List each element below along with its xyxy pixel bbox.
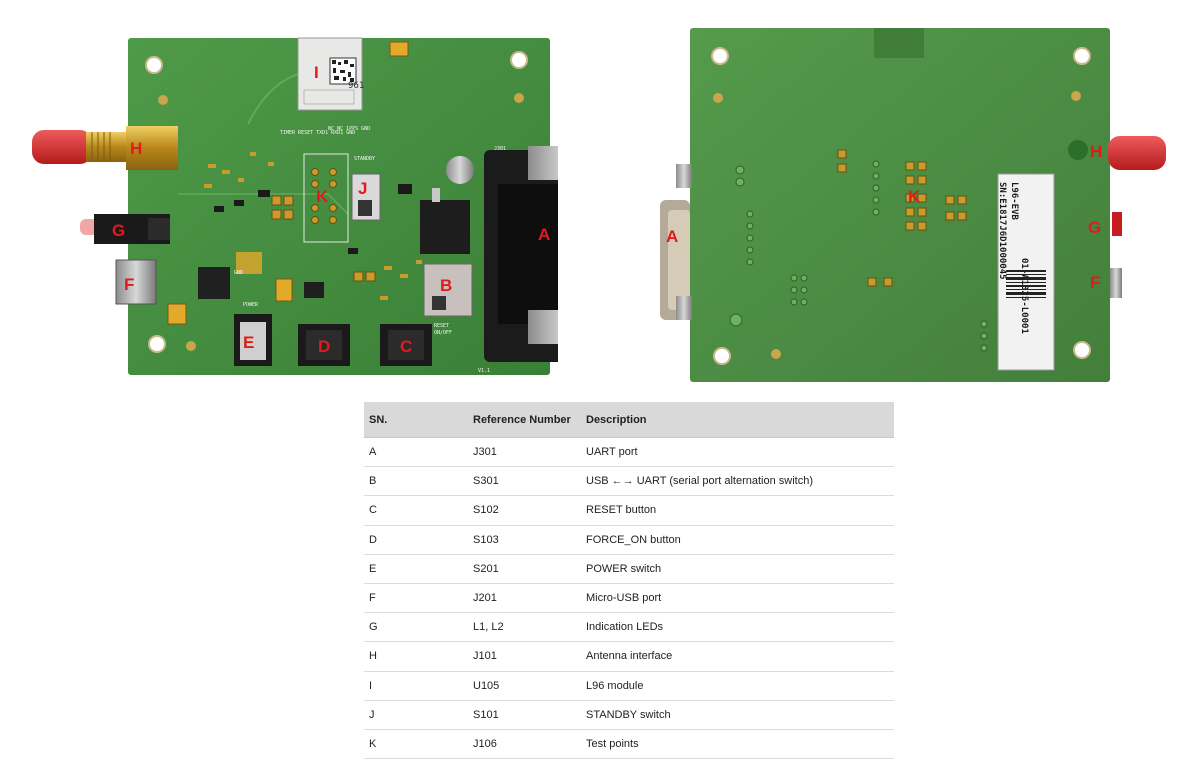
cell-desc: Micro-USB port xyxy=(581,583,894,614)
label-h: H xyxy=(130,139,142,158)
table-row: A J301 UART port xyxy=(364,437,894,468)
cell-sn: I xyxy=(364,671,468,701)
cell-desc: Antenna interface xyxy=(581,641,894,672)
cell-sn: E xyxy=(364,554,468,584)
table-row: E S201 POWER switch xyxy=(364,554,894,584)
table-row: D S103 FORCE_ON button xyxy=(364,525,894,555)
silk-power: POWER xyxy=(243,302,259,308)
silk-standby: STANDBY xyxy=(354,156,375,162)
cell-ref: S301 xyxy=(468,466,581,497)
cell-desc: POWER switch xyxy=(581,554,894,584)
cell-sn: D xyxy=(364,525,468,555)
silk-onoff: ON/OFF xyxy=(434,330,452,336)
cell-desc: UART port xyxy=(581,437,894,468)
silk-version: V1.1 xyxy=(478,368,490,374)
cell-sn: C xyxy=(364,495,468,526)
sticker-line2: SN:E1817J6D1000045 xyxy=(997,182,1007,280)
cell-desc: FORCE_ON button xyxy=(581,525,894,555)
cell-sn: F xyxy=(364,583,468,614)
cell-ref: S102 xyxy=(468,495,581,526)
label-g: G xyxy=(112,221,125,240)
table-header-row: SN. Reference Number Description xyxy=(364,402,894,438)
silk-pins: TIMER RESET TXD1 RXD1 GND xyxy=(280,130,355,136)
table-row: K J106 Test points xyxy=(364,729,894,760)
back-label-h: H xyxy=(1090,142,1102,161)
table-row: G L1, L2 Indication LEDs xyxy=(364,612,894,643)
cell-desc: STANDBY switch xyxy=(581,700,894,730)
label-f: F xyxy=(124,275,134,294)
cell-desc: USB ←→ UART (serial port alternation swi… xyxy=(581,466,894,497)
label-i: I xyxy=(314,63,319,82)
pcb-front-photo: 961 I H G F TIMER RESET TXD1 RXD1 GND NC… xyxy=(28,34,558,384)
cell-desc: Indication LEDs xyxy=(581,612,894,643)
cell-desc: RESET button xyxy=(581,495,894,526)
table-row: B S301 USB ←→ UART (serial port alternat… xyxy=(364,466,894,497)
cell-ref: S101 xyxy=(468,700,581,730)
table-row: J S101 STANDBY switch xyxy=(364,700,894,730)
cell-ref: L1, L2 xyxy=(468,612,581,643)
label-c: C xyxy=(400,337,412,356)
sticker-line1: L96-EVB xyxy=(1009,182,1019,221)
pcb-back-photo: A H G F K L96-EVB SN:E1817J6D1000 xyxy=(660,24,1170,386)
cell-ref: S201 xyxy=(468,554,581,584)
cell-desc: L96 module xyxy=(581,671,894,701)
label-e: E xyxy=(243,333,254,352)
silk-reset: RESET xyxy=(434,323,449,329)
cell-desc: Test points xyxy=(581,729,894,760)
cell-sn: H xyxy=(364,641,468,672)
cell-sn: J xyxy=(364,700,468,730)
table-row: F J201 Micro-USB port xyxy=(364,583,894,614)
back-label-a: A xyxy=(666,227,678,246)
label-j: J xyxy=(358,179,367,198)
cell-ref: J101 xyxy=(468,641,581,672)
cell-ref: J301 xyxy=(468,437,581,468)
cell-ref: S103 xyxy=(468,525,581,555)
label-k: K xyxy=(316,187,329,206)
svg-text:961: 961 xyxy=(348,81,364,91)
header-reference-number: Reference Number xyxy=(468,402,581,438)
header-sn: SN. xyxy=(364,402,468,438)
back-label-f: F xyxy=(1090,273,1100,292)
table-row: I U105 L96 module xyxy=(364,671,894,701)
back-label-g: G xyxy=(1088,218,1101,237)
back-label-k: K xyxy=(908,187,921,206)
cell-ref: U105 xyxy=(468,671,581,701)
table-row: H J101 Antenna interface xyxy=(364,641,894,672)
header-description: Description xyxy=(581,402,894,438)
cell-sn: K xyxy=(364,729,468,760)
sticker-line3: 01-A1325-L0001 xyxy=(1019,258,1029,334)
cell-sn: A xyxy=(364,437,468,468)
label-a: A xyxy=(538,225,550,244)
cell-ref: J201 xyxy=(468,583,581,614)
label-b: B xyxy=(440,276,452,295)
table-row: C S102 RESET button xyxy=(364,495,894,526)
silk-j301: J301 xyxy=(494,146,506,152)
label-d: D xyxy=(318,337,330,356)
cell-sn: G xyxy=(364,612,468,643)
silk-nc: NC NC 1PPS GND xyxy=(328,126,370,132)
cell-sn: B xyxy=(364,466,468,497)
reference-table: SN. Reference Number Description A J301 … xyxy=(364,402,894,760)
silk-gnd: GND xyxy=(234,270,243,276)
cell-ref: J106 xyxy=(468,729,581,760)
